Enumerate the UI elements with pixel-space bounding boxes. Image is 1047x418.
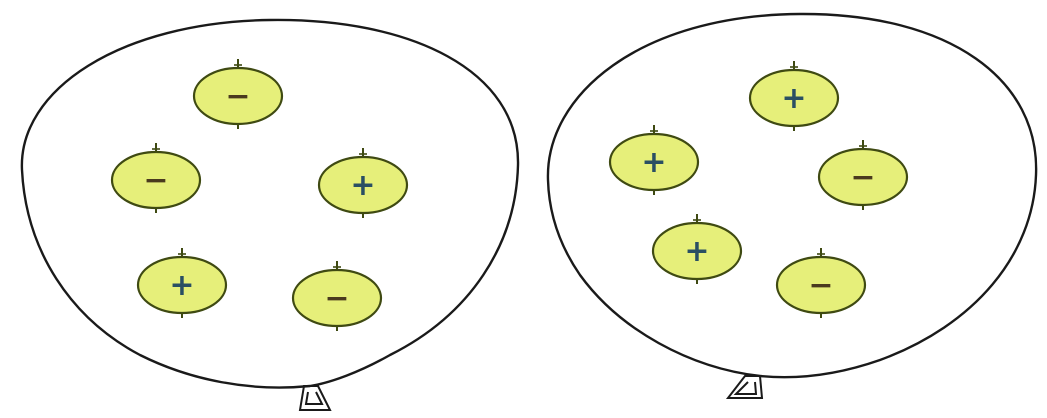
positive-charge: + — [608, 125, 700, 195]
charge-body — [817, 147, 909, 207]
negative-charge: − — [192, 59, 284, 129]
left-balloon — [20, 18, 520, 411]
left-balloon-knot — [298, 385, 332, 411]
minus-sign: − — [324, 281, 349, 316]
negative-charge: − — [775, 248, 867, 318]
charge-body — [136, 255, 228, 315]
charge-body — [317, 155, 409, 215]
right-balloon-knot — [725, 375, 764, 399]
charge-body — [775, 255, 867, 315]
minus-sign: − — [225, 79, 250, 114]
right-balloon — [546, 12, 1038, 399]
positive-charge: + — [317, 148, 409, 218]
charges-layer: − − + + − + + − + − — [110, 59, 909, 331]
positive-charge: + — [136, 248, 228, 318]
charge-body — [651, 221, 743, 281]
plus-sign: + — [350, 168, 375, 203]
positive-charge: + — [748, 61, 840, 131]
positive-charge: + — [651, 214, 743, 284]
charge-body — [748, 68, 840, 128]
minus-sign: − — [143, 163, 168, 198]
plus-sign: + — [169, 268, 194, 303]
charge-body — [192, 66, 284, 126]
charge-body — [110, 150, 202, 210]
charge-body — [608, 132, 700, 192]
minus-sign: − — [850, 160, 875, 195]
charge-body — [291, 268, 383, 328]
negative-charge: − — [817, 140, 909, 210]
minus-sign: − — [808, 268, 833, 303]
plus-sign: + — [641, 145, 666, 180]
negative-charge: − — [291, 261, 383, 331]
right-balloon-outline — [546, 12, 1038, 379]
left-balloon-outline — [20, 18, 520, 389]
plus-sign: + — [684, 234, 709, 269]
negative-charge: − — [110, 143, 202, 213]
plus-sign: + — [781, 81, 806, 116]
